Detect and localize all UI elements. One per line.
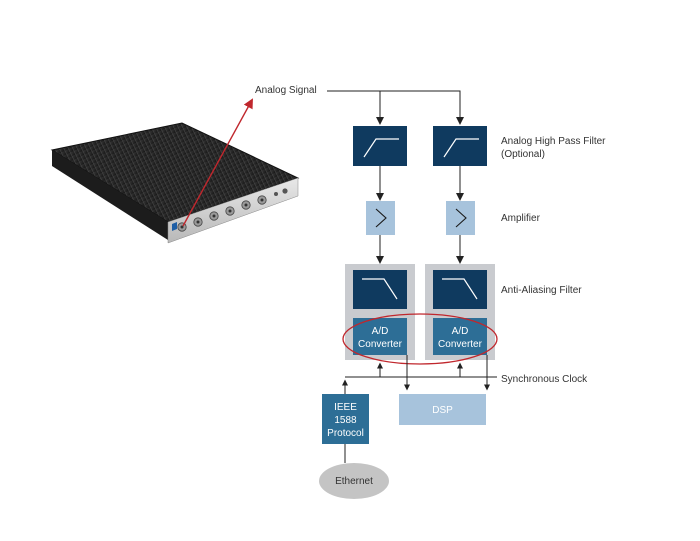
clock-and-data-bus — [342, 355, 497, 394]
analog-signal-label: Analog Signal — [255, 85, 317, 96]
analog-input-wiring — [327, 90, 464, 125]
high-pass-filter-block-2 — [433, 126, 487, 166]
daq-device-illustration — [50, 122, 300, 244]
high-pass-filter-icon — [443, 138, 479, 158]
ieee-1588-protocol-block — [322, 394, 369, 444]
amplifier-icon — [375, 208, 387, 228]
ethernet-label: Ethernet — [335, 476, 373, 487]
high-pass-filter-icon — [363, 138, 399, 158]
amplifier-block-1 — [366, 201, 395, 235]
high-pass-filter-label: Analog High Pass Filter — [501, 136, 606, 147]
adc-label-line2: Converter — [358, 339, 403, 350]
amplifier-label: Amplifier — [501, 213, 541, 224]
dsp-block — [399, 394, 486, 425]
synchronous-clock-label: Synchronous Clock — [501, 374, 588, 385]
anti-aliasing-filter-block-2 — [433, 270, 487, 309]
signal-pointer-arrow — [182, 98, 253, 227]
ieee-label-line1: IEEE — [334, 402, 357, 413]
ethernet-node — [319, 463, 389, 499]
adc-block-2 — [433, 318, 487, 355]
low-pass-filter-icon — [442, 278, 478, 300]
adc-highlight-ellipse — [342, 313, 498, 365]
channel-1: A/D Converter — [345, 126, 415, 360]
ieee-label-line2: 1588 — [334, 415, 357, 426]
adc-label-line1: A/D — [452, 326, 469, 337]
adc-block-1 — [353, 318, 407, 355]
adc-label-line2: Converter — [438, 339, 483, 350]
high-pass-filter-optional-label: (Optional) — [501, 149, 545, 160]
anti-aliasing-filter-block-1 — [353, 270, 407, 309]
adc-label-line1: A/D — [372, 326, 389, 337]
anti-aliasing-filter-label: Anti-Aliasing Filter — [501, 285, 582, 296]
dsp-label: DSP — [432, 405, 453, 416]
amplifier-block-2 — [446, 201, 475, 235]
amplifier-icon — [455, 208, 467, 228]
high-pass-filter-block-1 — [353, 126, 407, 166]
low-pass-filter-icon — [362, 278, 398, 300]
ieee-label-line3: Protocol — [327, 428, 364, 439]
channel-2: A/D Converter — [425, 126, 495, 360]
